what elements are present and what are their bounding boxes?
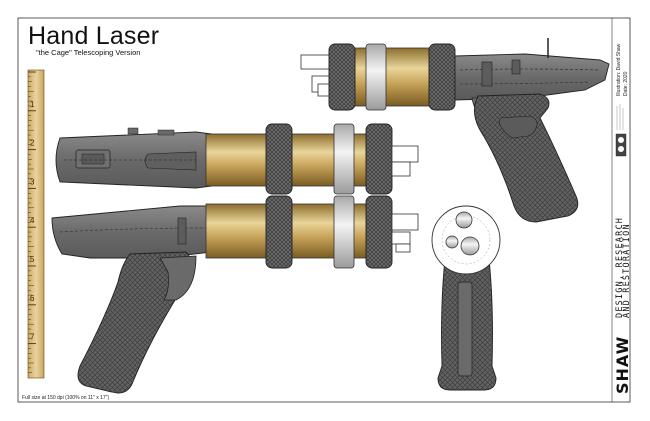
ruler-number: 4 — [30, 216, 35, 225]
ruler-number: 6 — [30, 294, 35, 303]
title-block: Illustration: David Shaw Date: 2020 DESI… — [613, 43, 632, 394]
sheet-border — [17, 17, 631, 403]
ruler-number: 2 — [30, 139, 35, 148]
shaw-logo: SHAW — [613, 336, 632, 394]
company-line-1: DESIGN, RESEARCH — [615, 217, 625, 318]
credit-illustration: Illustration: David Shaw — [616, 43, 622, 96]
page-subtitle: "the Cage" Telescoping Version — [36, 48, 141, 57]
ruler-ticks: 1 2 3 4 5 6 7 — [28, 71, 36, 373]
company-line-2: AND RESTORATION — [622, 223, 632, 318]
ruler-number: 7 — [30, 333, 35, 342]
fine-print — [616, 104, 624, 130]
ruler-number: 3 — [30, 177, 35, 186]
scale-footnote: Full size at 150 dpi (100% on 11" x 17") — [22, 395, 110, 401]
ruler-number: 5 — [30, 255, 35, 264]
top-right-side-view — [300, 38, 610, 223]
top-plan-view — [55, 123, 419, 195]
left-side-view — [51, 195, 419, 394]
page-title: Hand Laser — [28, 22, 160, 50]
rear-view — [431, 205, 501, 391]
inch-ruler: 1 2 3 4 5 6 7 — [27, 69, 45, 379]
license-badge-icon — [615, 133, 627, 157]
ruler-number: 1 — [30, 100, 35, 109]
credit-date: Date: 2020 — [623, 71, 629, 96]
